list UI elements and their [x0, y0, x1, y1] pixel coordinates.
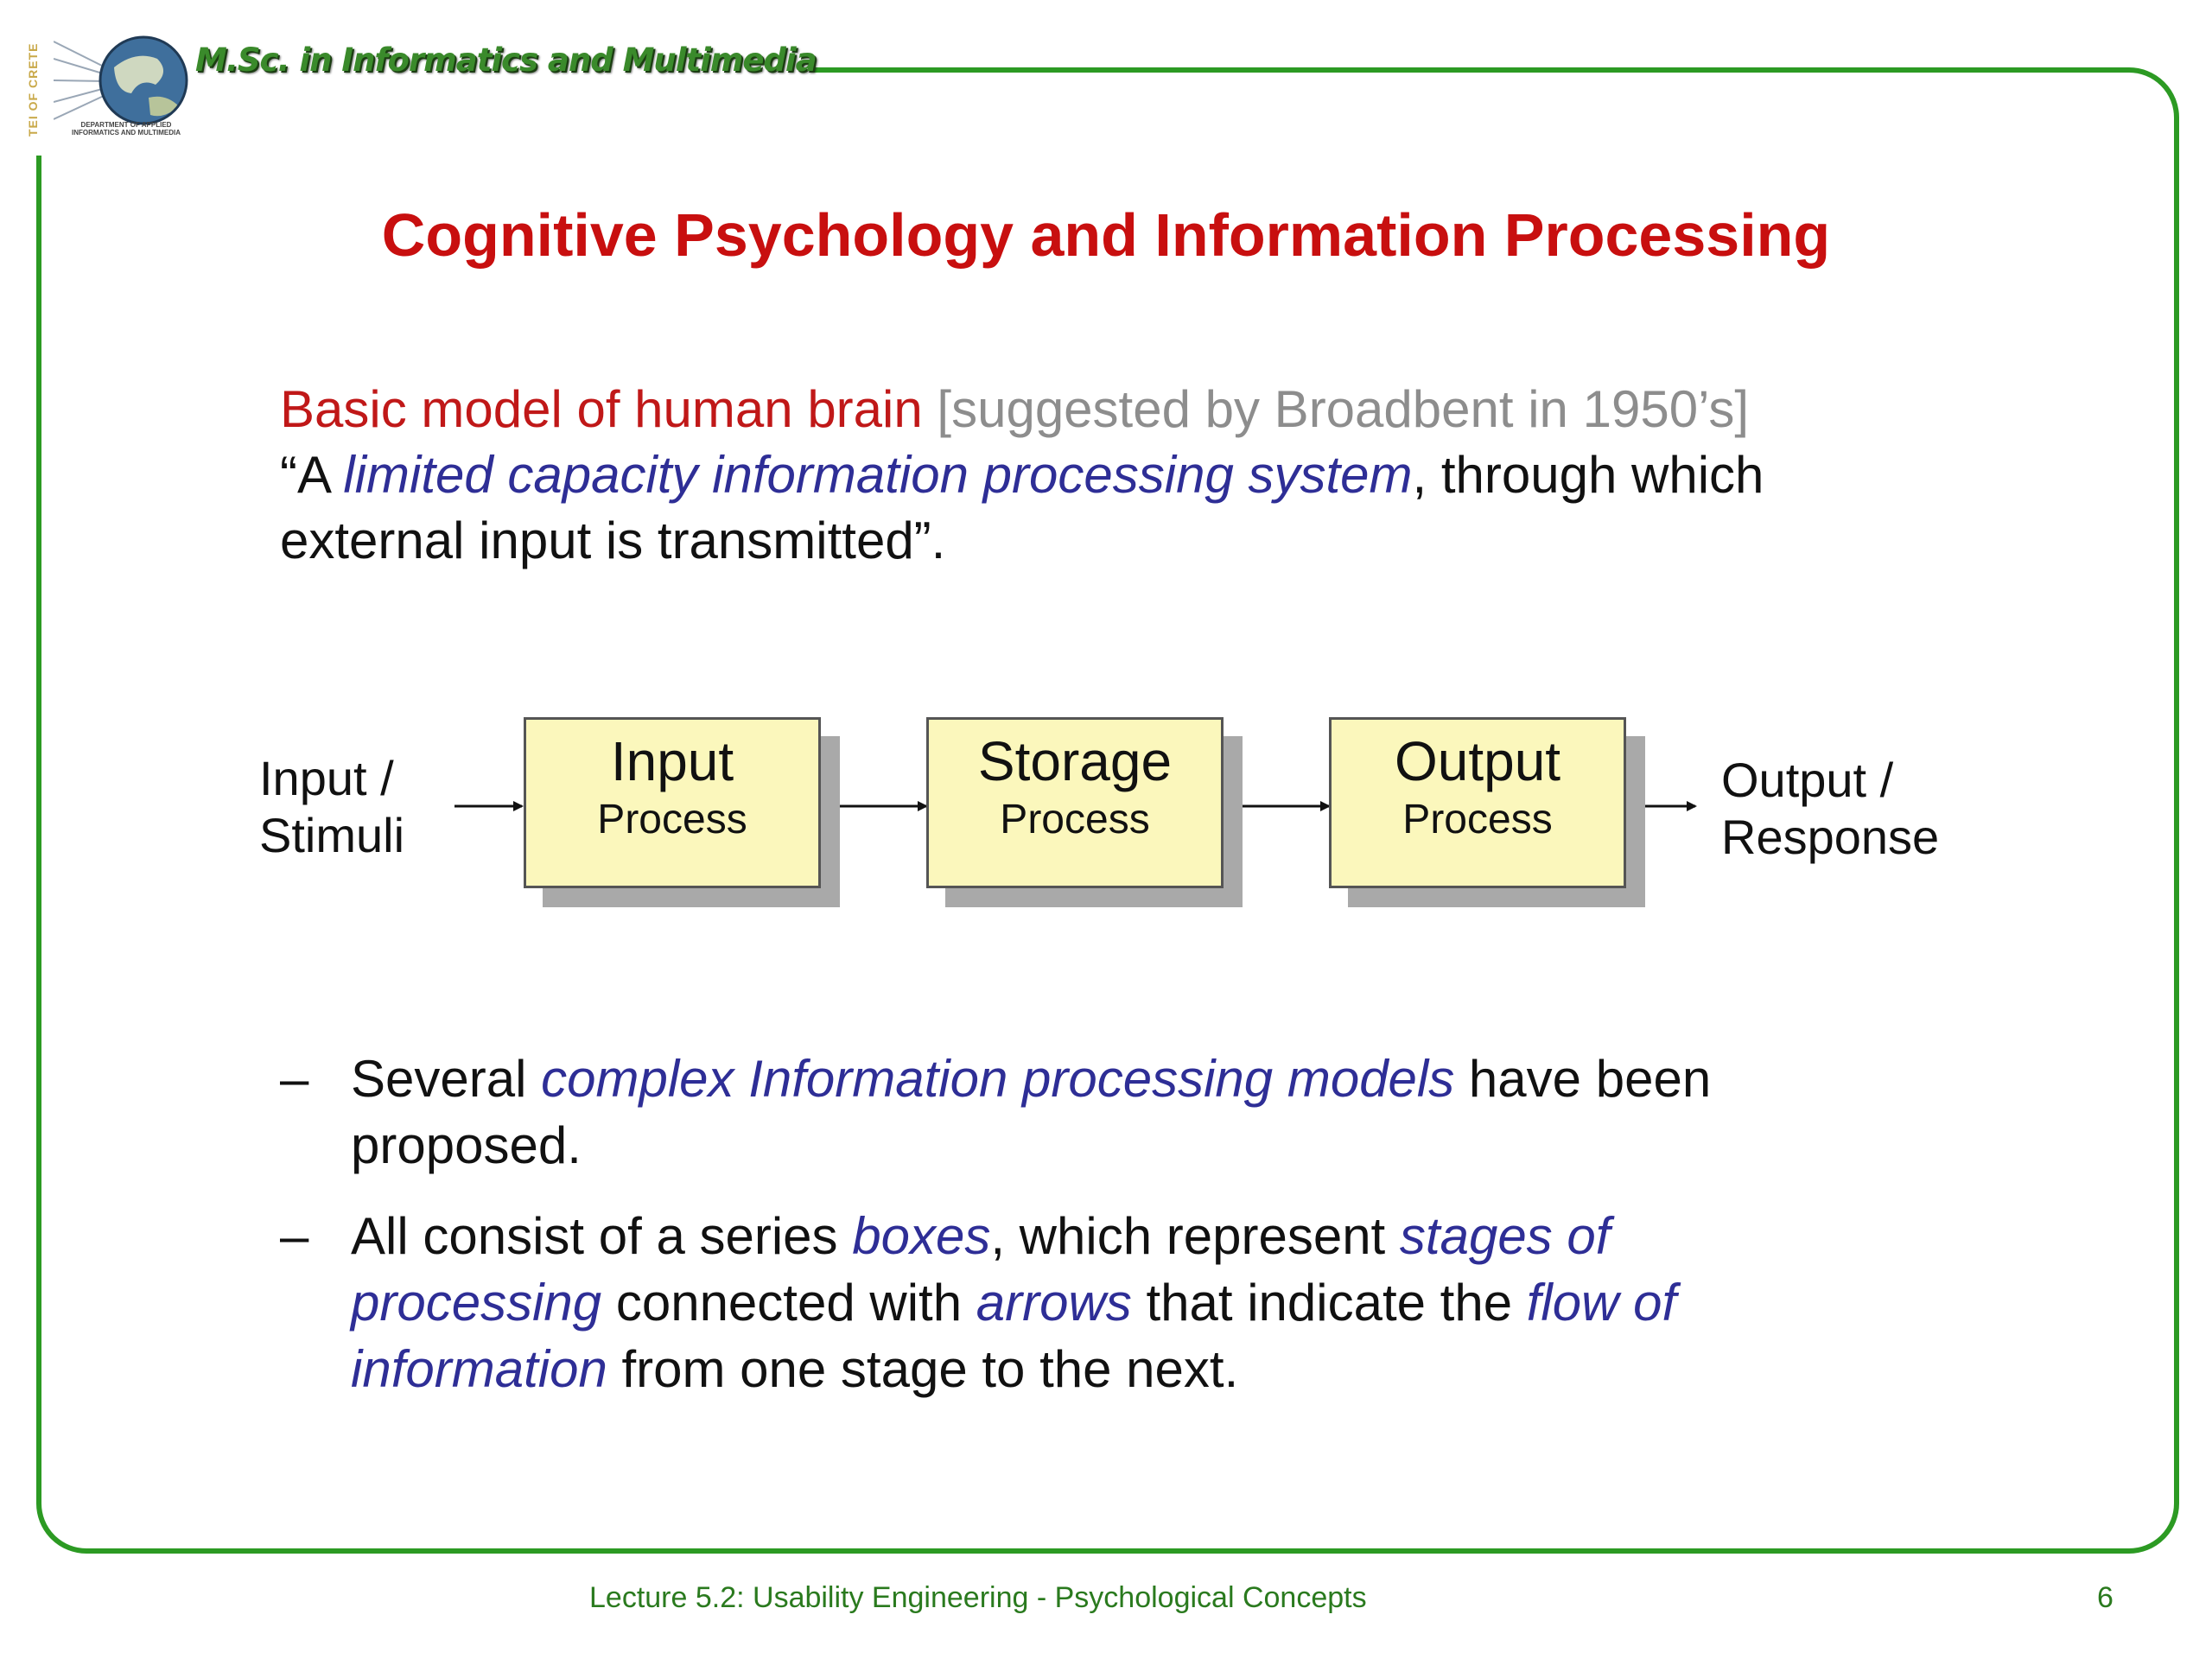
input-process-box: Input Process	[524, 717, 821, 888]
input-stimuli-label: Input / Stimuli	[259, 750, 404, 864]
quote-open: “A	[280, 446, 344, 504]
output-response-label: Output / Response	[1721, 752, 1939, 866]
output-label-line1: Output /	[1721, 753, 1894, 807]
output-label-line2: Response	[1721, 810, 1940, 864]
emphasis-run: complex Information processing models	[541, 1050, 1455, 1108]
input-label-line1: Input /	[259, 751, 394, 805]
box-title: Output	[1394, 730, 1561, 792]
emphasis-run: boxes	[852, 1207, 991, 1265]
slide-frame	[36, 67, 2179, 1554]
bullet-text: All consist of a series boxes, which rep…	[351, 1207, 1676, 1398]
storage-process-box: Storage Process	[926, 717, 1224, 888]
text-run: All consist of a series	[351, 1207, 853, 1265]
box-title: Input	[610, 730, 734, 792]
quote-emphasis: limited capacity information processing …	[343, 446, 1413, 504]
intro-attribution: [suggested by Broadbent in 1950’s]	[937, 380, 1749, 438]
intro-quote: “A limited capacity information processi…	[280, 442, 1922, 574]
input-label-line2: Stimuli	[259, 808, 405, 862]
emphasis-run: stages of processing	[351, 1207, 1611, 1332]
program-title: M.Sc. in Informatics and Multimedia	[195, 41, 817, 79]
bullet-item: – All consist of a series boxes, which r…	[280, 1203, 1820, 1402]
department-name: DEPARTMENT OF APPLIED INFORMATICS AND MU…	[71, 121, 181, 137]
page-number: 6	[2097, 1581, 2113, 1614]
box-title: Storage	[977, 730, 1173, 792]
emphasis-run: flow of information	[351, 1274, 1677, 1398]
text-run: that indicate the	[1131, 1274, 1527, 1332]
bullet-item: – Several complex Information processing…	[280, 1046, 1906, 1179]
box-subtitle: Process	[1402, 797, 1553, 842]
globe-logo-icon	[54, 35, 188, 125]
slide-title: Cognitive Psychology and Information Pro…	[381, 201, 1831, 269]
intro-heading: Basic model of human brain	[280, 380, 923, 438]
box-subtitle: Process	[597, 797, 747, 842]
intro-heading-line: Basic model of human brain [suggested by…	[280, 377, 1922, 442]
footer-lecture: Lecture 5.2: Usability Engineering - Psy…	[589, 1581, 1367, 1614]
quote-rest: , through which external input is transm…	[280, 446, 1764, 569]
output-process-box: Output Process	[1329, 717, 1626, 888]
intro-section: Basic model of human brain [suggested by…	[280, 377, 1922, 574]
text-run: from one stage to the next.	[607, 1340, 1239, 1398]
text-run: have been proposed.	[351, 1050, 1712, 1174]
bullet-text: Several complex Information processing m…	[351, 1050, 1711, 1174]
box-subtitle: Process	[1000, 797, 1150, 842]
bullet-list: – Several complex Information processing…	[280, 1046, 1906, 1402]
text-run: connected with	[601, 1274, 976, 1332]
text-run: Several	[351, 1050, 542, 1108]
emphasis-run: arrows	[976, 1274, 1132, 1332]
bullet-dash: –	[280, 1050, 309, 1108]
bullet-dash: –	[280, 1207, 309, 1265]
text-run: , which represent	[990, 1207, 1400, 1265]
